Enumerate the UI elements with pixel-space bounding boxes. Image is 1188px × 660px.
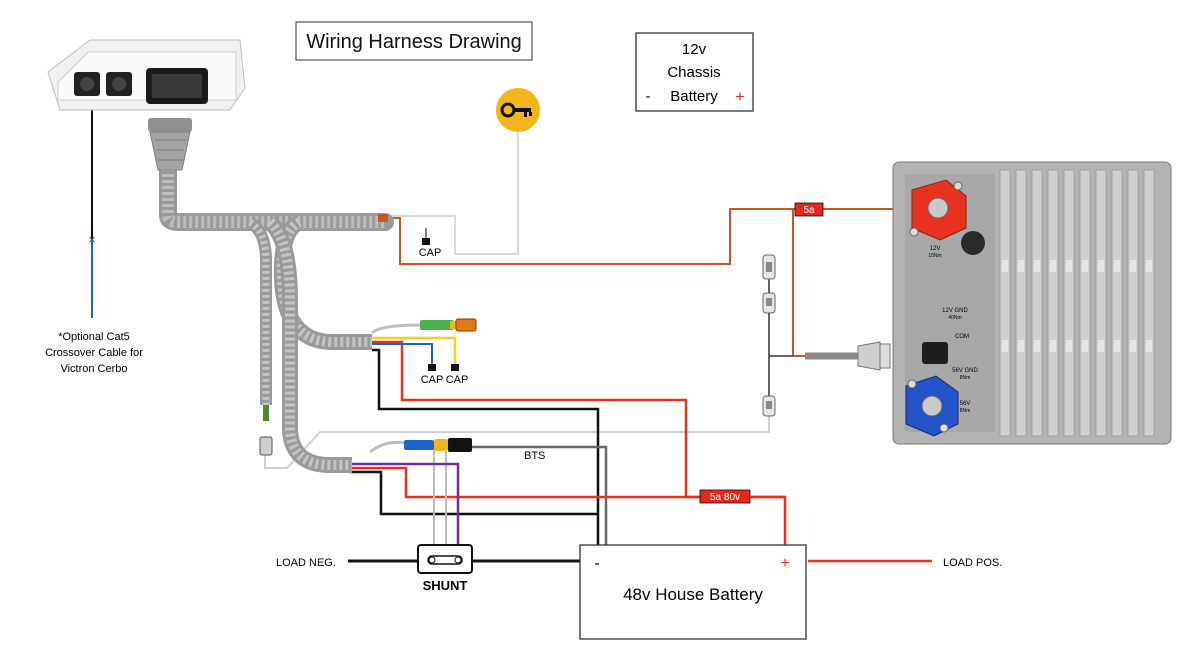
cap-top-label: CAP: [419, 247, 442, 259]
orange-lead-end: [378, 214, 388, 222]
wire-cap-blue: [372, 343, 433, 367]
dcdc-unit: 12V 15Nm 12V GND 40Nm COM 56V GND 8Nm 56…: [892, 161, 1172, 445]
shunt-label: SHUNT: [423, 578, 468, 593]
pigtail-fuse-mid: [762, 292, 776, 314]
wire-12v-positive-branch: [792, 209, 860, 357]
harness-trunk-ribs: [162, 150, 385, 228]
harness-branch-left-ribs: [247, 219, 270, 405]
cap-right-label: CAP: [446, 374, 469, 386]
diagram-title: Wiring Harness Drawing: [306, 31, 522, 53]
wire-cap-yellow: [372, 336, 457, 367]
cap-top-terminal: [422, 238, 430, 245]
dcdc-12v-terminal: [909, 179, 967, 241]
dcdc-comm-label: COM: [955, 334, 969, 340]
chassis-battery-neg: -: [646, 88, 651, 105]
dcdc-56v-label: 56V: [960, 401, 971, 407]
load-pos-label: LOAD POS.: [943, 557, 1002, 569]
chassis-battery-pos: +: [735, 87, 745, 106]
cat5-note-line1: *Optional Cat5: [58, 331, 130, 343]
comm-cable-connector: [857, 341, 891, 371]
mid-branch-connector: [420, 318, 477, 332]
controller-box: [47, 39, 246, 111]
fuse-12v-label: 5a: [803, 205, 815, 216]
wire-gray-to-connector: [370, 323, 421, 335]
dcdc-fins: [999, 169, 1155, 437]
shunt-icon: [417, 544, 473, 574]
ground-stub-wire: [263, 405, 269, 421]
bts-label: BTS: [524, 450, 545, 462]
dcdc-12v-label: 12V: [930, 246, 941, 252]
wire-48v-negative-lower: [350, 470, 598, 516]
dcdc-comm-port: [922, 342, 948, 364]
wire-shunt-sense-purple: [350, 462, 460, 545]
cap-right-terminal: [451, 364, 459, 371]
fuse-48v-label: 5a 80v: [710, 492, 740, 503]
wire-12v-positive: [385, 208, 930, 265]
dcdc-12v-gnd-stud: [961, 231, 985, 255]
house-battery-label: 48v House Battery: [623, 585, 763, 604]
house-battery-neg: -: [594, 555, 599, 572]
dcdc-56v-gnd-label: 56V GND: [952, 368, 978, 374]
wire-ignition: [385, 132, 519, 255]
chassis-battery-type: Chassis: [667, 64, 720, 81]
harness-branch-low-ribs: [266, 218, 352, 470]
dcdc-12v-torque: 15Nm: [928, 253, 941, 259]
house-battery-pos: +: [780, 555, 789, 572]
wire-48v-positive-lower: [350, 466, 700, 499]
title-box: [295, 21, 533, 61]
cat5-note-line2: Crossover Cable for: [45, 347, 143, 359]
chassis-battery-label: Battery: [670, 88, 718, 105]
house-battery-box: [579, 544, 807, 640]
dcdc-56v-torque: 8Nm: [960, 408, 971, 414]
pigtail-fuse-bottom: [762, 395, 776, 417]
pigtail-fuse-top: [762, 254, 776, 280]
fuse-12v: 5a: [794, 202, 824, 217]
ground-stub-connector: [259, 436, 273, 456]
dcdc-12v-gnd-label: 12V GND: [942, 308, 968, 314]
bts-connector: [369, 438, 472, 454]
wire-48v-negative-upper: [372, 348, 600, 545]
cap-left-terminal: [428, 364, 436, 371]
cat5-note-line3: Victron Cerbo: [60, 363, 127, 375]
chassis-battery-box: [635, 32, 754, 112]
load-neg-label: LOAD NEG.: [276, 557, 336, 569]
dcdc-12v-gnd-torque: 40Nm: [948, 315, 961, 321]
chassis-battery-voltage: 12v: [682, 41, 707, 58]
dcdc-56v-gnd-torque: 8Nm: [960, 375, 971, 381]
wire-bts: [470, 445, 608, 545]
key-icon: [496, 88, 540, 132]
harness-trunk: [159, 141, 394, 231]
cat5-cut-mark: ×: [88, 232, 96, 247]
harness-boot: [148, 118, 192, 171]
dcdc-56v-terminal: [905, 375, 959, 437]
cap-left-label: CAP: [421, 374, 444, 386]
fuse-48v: 5a 80v: [699, 489, 751, 504]
